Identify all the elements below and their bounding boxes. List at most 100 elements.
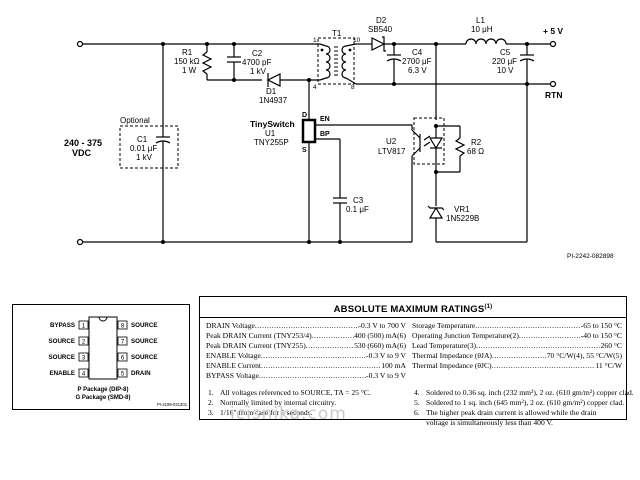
d2-part: SB540 <box>368 25 393 34</box>
footnote: 3.1/16" from case for 5 seconds. <box>208 408 313 417</box>
c2-ref: C2 <box>252 49 263 58</box>
d1-ref: D1 <box>266 87 277 96</box>
ic-body <box>88 316 118 380</box>
output-return-terminal <box>549 80 557 88</box>
c1-rating: 1 kV <box>136 153 153 162</box>
t1-dot <box>348 48 352 52</box>
left-pin-3: SOURCE 3 <box>49 352 89 362</box>
l1-value: 10 μH <box>471 25 493 34</box>
svg-text:SOURCE: SOURCE <box>131 338 157 345</box>
vr1-zener <box>427 205 445 219</box>
u2-outline <box>413 117 445 165</box>
svg-text:SOURCE: SOURCE <box>131 322 157 329</box>
rating-row: Thermal Impedance (θJA)70 °C/W(4), 55 °C… <box>412 351 622 361</box>
svg-text:3: 3 <box>82 355 86 361</box>
ratings-title: ABSOLUTE MAXIMUM RATINGS(1) <box>200 297 626 318</box>
u2-led <box>428 126 444 172</box>
u1-pin-bp: BP <box>320 131 330 138</box>
footnote: 1.All voltages referenced to SOURCE, TA … <box>208 388 371 397</box>
c5-rating: 10 V <box>497 66 514 75</box>
rating-row: Thermal Impedance (θJC)11 °C/W <box>412 361 622 371</box>
rating-row: Peak DRAIN Current (TNY255)530 (660) mA(… <box>206 341 406 351</box>
junction-dot <box>392 82 396 86</box>
right-pin-5: 5 DRAIN <box>117 368 151 378</box>
left-pin-4: ENABLE 4 <box>50 368 89 378</box>
ratings-notes-right: 4.Soldered to 0.36 sq. inch (232 mm²), 2… <box>412 388 634 428</box>
rating-row: BYPASS Voltage-0.3 V to 9 V <box>206 371 406 381</box>
c3-value: 0.1 μF <box>346 205 369 214</box>
footnote: 2.Normally limited by internal circuitry… <box>208 398 337 407</box>
rating-row: Lead Temperature(3)260 °C <box>412 341 622 351</box>
svg-text:2: 2 <box>82 339 86 345</box>
junction-dot <box>161 42 165 46</box>
svg-text:5: 5 <box>121 371 125 377</box>
c1-ref: C1 <box>137 135 148 144</box>
svg-text:SOURCE: SOURCE <box>49 354 75 361</box>
c4-ref: C4 <box>412 48 423 57</box>
vr1-part: 1N5229B <box>446 214 479 223</box>
d2-ref: D2 <box>376 16 387 25</box>
c5-value: 220 μF <box>492 57 517 66</box>
r2-ref: R2 <box>471 138 482 147</box>
watermark: icisnika.com <box>230 404 347 424</box>
u2-phototransistor <box>411 129 431 157</box>
rating-row: ENABLE Current100 mA <box>206 361 406 371</box>
rating-row: ENABLE Voltage-0.3 V to 9 V <box>206 351 406 361</box>
package-caption-smd: G Package (SMD-8) <box>75 395 130 401</box>
r1-rating: 1 W <box>182 66 197 75</box>
t1-lead <box>345 77 357 85</box>
junction-dot <box>232 42 236 46</box>
left-pin-1: BYPASS 1 <box>50 320 89 330</box>
t1-pin8: 8 <box>351 84 355 91</box>
svg-text:4: 4 <box>82 371 86 377</box>
c1-value: 0.01 μF <box>130 144 157 153</box>
schematic-figure-id: PI-2242-082898 <box>567 253 614 260</box>
footnote-continued: voltage is simultaneously less than 400 … <box>426 418 553 427</box>
rating-row: Storage Temperature-65 to 150 °C <box>412 321 622 331</box>
r1-value: 150 kΩ <box>174 57 200 66</box>
u2-ref: U2 <box>386 137 397 146</box>
c5-ref: C5 <box>500 48 511 57</box>
t1-lead <box>319 43 327 47</box>
svg-text:BYPASS: BYPASS <box>50 322 75 329</box>
svg-text:1: 1 <box>82 323 86 329</box>
r1-ref: R1 <box>182 48 193 57</box>
junction-dot <box>338 240 342 244</box>
u2-part: LTV817 <box>378 147 406 156</box>
t1-primary-winding <box>325 45 331 79</box>
right-pin-8: 8 SOURCE <box>117 320 157 330</box>
t1-lead <box>345 43 357 47</box>
d1-part: 1N4937 <box>259 96 288 105</box>
rating-row: Operating Junction Temperature(2)-40 to … <box>412 331 622 341</box>
t1-pin10: 10 <box>353 37 361 44</box>
package-caption-dip: P Package (DIP-8) <box>78 387 129 393</box>
r1-resistor <box>201 51 213 75</box>
c1-capacitor <box>155 128 171 152</box>
u1-brand: TinySwitch <box>250 119 295 129</box>
c4-value: 2700 μF <box>402 57 432 66</box>
footnote: 4.Soldered to 0.36 sq. inch (232 mm²), 2… <box>414 388 634 397</box>
svg-text:6: 6 <box>121 355 125 361</box>
vr1-ref: VR1 <box>454 205 470 214</box>
ic-notch <box>98 316 108 322</box>
u1-ref: U1 <box>265 129 276 138</box>
output-positive-label: + 5 V <box>543 26 563 36</box>
footnote: 5.Soldered to 1 sq. inch (645 mm²), 2 oz… <box>414 398 625 407</box>
l1-ref: L1 <box>476 16 485 25</box>
c3-ref: C3 <box>353 196 364 205</box>
t1-lead <box>319 77 327 81</box>
rating-row: DRAIN Voltage-0.3 V to 700 V <box>206 321 406 331</box>
r2-resistor <box>454 137 466 157</box>
junction-dot <box>307 78 311 82</box>
input-voltage-label: 240 - 375 <box>64 138 102 148</box>
u1-pin-s: S <box>302 147 307 154</box>
junction-dot <box>161 240 165 244</box>
input-negative-terminal <box>76 238 84 246</box>
d2-diode <box>371 36 386 52</box>
output-return-label: RTN <box>545 90 562 100</box>
c4-rating: 6.3 V <box>408 66 427 75</box>
package-pinout-panel: BYPASS 1 SOURCE 2 SOURCE 3 ENABLE 4 8 SO… <box>12 304 190 410</box>
output-positive-terminal <box>549 40 557 48</box>
t1-pin4: 4 <box>313 84 317 91</box>
l1-inductor <box>465 38 507 45</box>
